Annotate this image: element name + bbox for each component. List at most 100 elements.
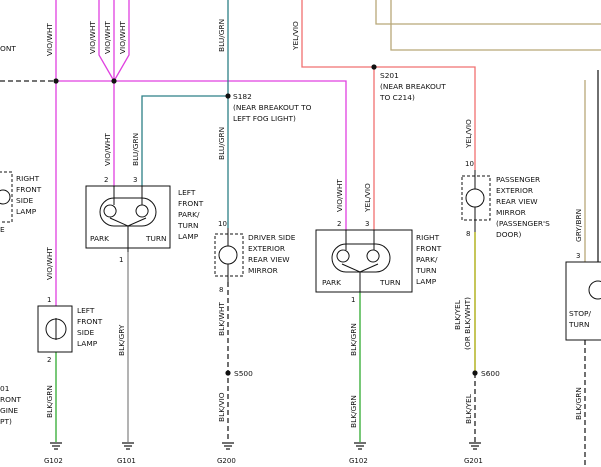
- pm-line-4: (PASSENGER'S: [496, 219, 550, 228]
- splice-s201-label: S201: [380, 71, 399, 80]
- passenger-mirror-symbol: [461, 170, 491, 232]
- ground-label-g102-a: G102: [44, 457, 63, 465]
- label-vio-wht-d: VIO/WHT: [118, 21, 127, 54]
- lfp-line-2: PARK/: [178, 210, 200, 219]
- pm-line-3: MIRROR: [496, 208, 526, 217]
- splice-s182-note1: (NEAR BREAKOUT TO: [233, 103, 312, 112]
- wire-tan-2: [390, 0, 601, 51]
- splice-dot-s600: [472, 370, 478, 376]
- pin-lfs-2: 2: [47, 356, 51, 364]
- splice-s201-note1: (NEAR BREAKOUT: [380, 82, 446, 91]
- label-yel-vio-rfp: YEL/VIO: [363, 183, 372, 213]
- ground-label-g101: G101: [117, 457, 136, 465]
- lfp-line-1: FRONT: [178, 199, 204, 208]
- driver-mirror-symbol: [214, 228, 244, 282]
- label-blk-grn-rfp2: BLK/GRN: [349, 395, 358, 428]
- pm-line-0: PASSENGER: [496, 175, 540, 184]
- splice-dot-fan: [111, 78, 117, 84]
- label-blk-yel-alt: (OR BLK/WHT): [463, 297, 472, 350]
- right-front-side-lamp-symbol: [0, 171, 13, 223]
- pm-line-1: EXTERIOR: [496, 186, 533, 195]
- wire-tan-1: [375, 0, 601, 25]
- lfp-line-3: TURN: [177, 221, 199, 230]
- edge-label-ont: ONT: [0, 44, 16, 53]
- lfp-park-label: PARK: [90, 234, 109, 243]
- left-front-park-turn-lamp-symbol: [85, 185, 171, 252]
- rfs-line-2: SIDE: [16, 196, 34, 205]
- ground-g101: [122, 442, 134, 450]
- rfp-line-0: RIGHT: [416, 233, 440, 242]
- dm-line-0: DRIVER SIDE: [248, 233, 296, 242]
- pin-rfp-1: 1: [351, 296, 355, 304]
- label-vio-wht-lfp: VIO/WHT: [103, 133, 112, 166]
- label-blu-grn-mid: BLU/GRN: [217, 127, 226, 160]
- rfs-line-3: LAMP: [16, 207, 37, 216]
- pin-pm-10: 10: [465, 160, 474, 168]
- rfp-line-1: FRONT: [416, 244, 442, 253]
- label-gry-brn: GRY/BRN: [574, 209, 583, 242]
- pin-st-3: 3: [576, 252, 580, 260]
- label-blk-yel: BLK/YEL: [453, 299, 462, 330]
- pin-rfp-2: 2: [337, 220, 341, 228]
- edge-bottom-0: 01: [0, 384, 10, 393]
- rfs-line-1: FRONT: [16, 185, 42, 194]
- pin-rfp-3: 3: [365, 220, 369, 228]
- label-yel-vio-top: YEL/VIO: [291, 21, 300, 51]
- lfs-line-3: LAMP: [77, 339, 98, 348]
- label-blk-vio: BLK/VIO: [217, 392, 226, 422]
- pin-lfp-3: 3: [133, 176, 137, 184]
- label-yel-vio-pass: YEL/VIO: [464, 119, 473, 149]
- splice-s182-label: S182: [233, 92, 252, 101]
- dm-line-1: EXTERIOR: [248, 244, 285, 253]
- wire-violet-bus-right: [114, 80, 347, 230]
- st-line-0: STOP/: [569, 309, 591, 318]
- label-blu-grn-top: BLU/GRN: [217, 19, 226, 52]
- splice-dot-s201: [371, 64, 377, 70]
- edge-bottom-3: PT): [0, 417, 12, 426]
- splice-dot-s500: [225, 370, 231, 376]
- splice-dot-s182: [225, 93, 231, 99]
- pin-dm-8: 8: [219, 286, 223, 294]
- ground-g102-a: [50, 442, 62, 450]
- label-blk-grn-rfp: BLK/GRN: [349, 323, 358, 356]
- right-front-park-turn-lamp-symbol: [315, 229, 413, 293]
- label-vio-wht-c: VIO/WHT: [103, 21, 112, 54]
- label-vio-wht-a: VIO/WHT: [45, 23, 54, 56]
- splice-s500-label: S500: [234, 369, 253, 378]
- ground-g200: [222, 442, 234, 450]
- label-blu-grn-lfp: BLU/GRN: [131, 133, 140, 166]
- pin-dm-10: 10: [218, 220, 227, 228]
- label-blk-grn-far: BLK/GRN: [574, 387, 583, 420]
- lfs-line-1: FRONT: [77, 317, 103, 326]
- dm-line-3: MIRROR: [248, 266, 278, 275]
- label-blk-wht: BLK/WHT: [217, 302, 226, 336]
- label-vio-wht-lfs: VIO/WHT: [45, 247, 54, 280]
- edge-bottom-1: RONT: [0, 395, 21, 404]
- left-front-side-lamp-symbol: [37, 305, 73, 353]
- pin-lfs-1: 1: [47, 296, 51, 304]
- pm-line-5: DOOR): [496, 230, 521, 239]
- ground-g201: [469, 442, 481, 450]
- dm-line-2: REAR VIEW: [248, 255, 290, 264]
- pin-lfp-2: 2: [104, 176, 108, 184]
- wire-violet-fan-1: [98, 0, 115, 82]
- rfp-turn-label: TURN: [379, 278, 401, 287]
- lfp-line-4: LAMP: [178, 232, 199, 241]
- rfp-line-3: TURN: [415, 266, 437, 275]
- rfp-line-2: PARK/: [416, 255, 438, 264]
- label-blk-yel-2: BLK/YEL: [464, 393, 473, 424]
- splice-s201-note2: TO C214): [379, 93, 415, 102]
- ground-g102-b: [354, 442, 366, 450]
- ground-label-g201: G201: [464, 457, 483, 465]
- stop-turn-lamp-symbol: [565, 261, 601, 341]
- label-vio-wht-rfp: VIO/WHT: [335, 179, 344, 212]
- splice-dot-left: [53, 78, 59, 84]
- wire-violet-fan-3: [113, 0, 130, 82]
- pm-line-2: REAR VIEW: [496, 197, 538, 206]
- edge-bottom-2: GINE: [0, 406, 18, 415]
- lfp-line-0: LEFT: [178, 188, 196, 197]
- st-line-1: TURN: [568, 320, 590, 329]
- rfp-line-4: LAMP: [416, 277, 437, 286]
- splice-s600-label: S600: [481, 369, 500, 378]
